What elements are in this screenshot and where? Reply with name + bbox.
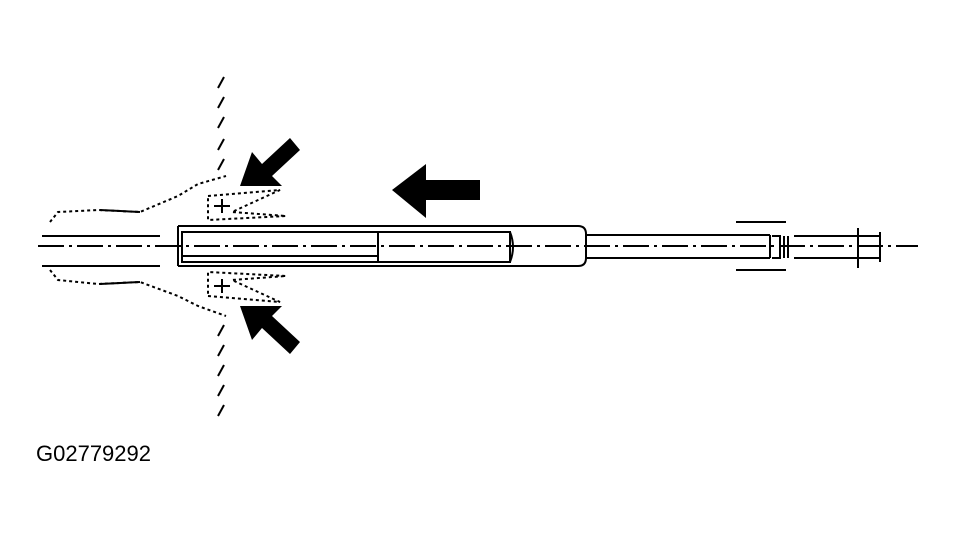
arrow-left — [392, 164, 480, 218]
arrow-down-left-upper — [240, 138, 300, 186]
piston-rod — [586, 234, 771, 259]
figure-id: G02779292 — [36, 441, 151, 466]
end-fitting — [736, 221, 881, 271]
cylinder-body — [177, 225, 587, 267]
arrow-up-left-lower — [240, 306, 300, 354]
wall-hatching — [217, 76, 225, 417]
retaining-clips — [207, 189, 287, 303]
housing-outline — [42, 175, 227, 317]
